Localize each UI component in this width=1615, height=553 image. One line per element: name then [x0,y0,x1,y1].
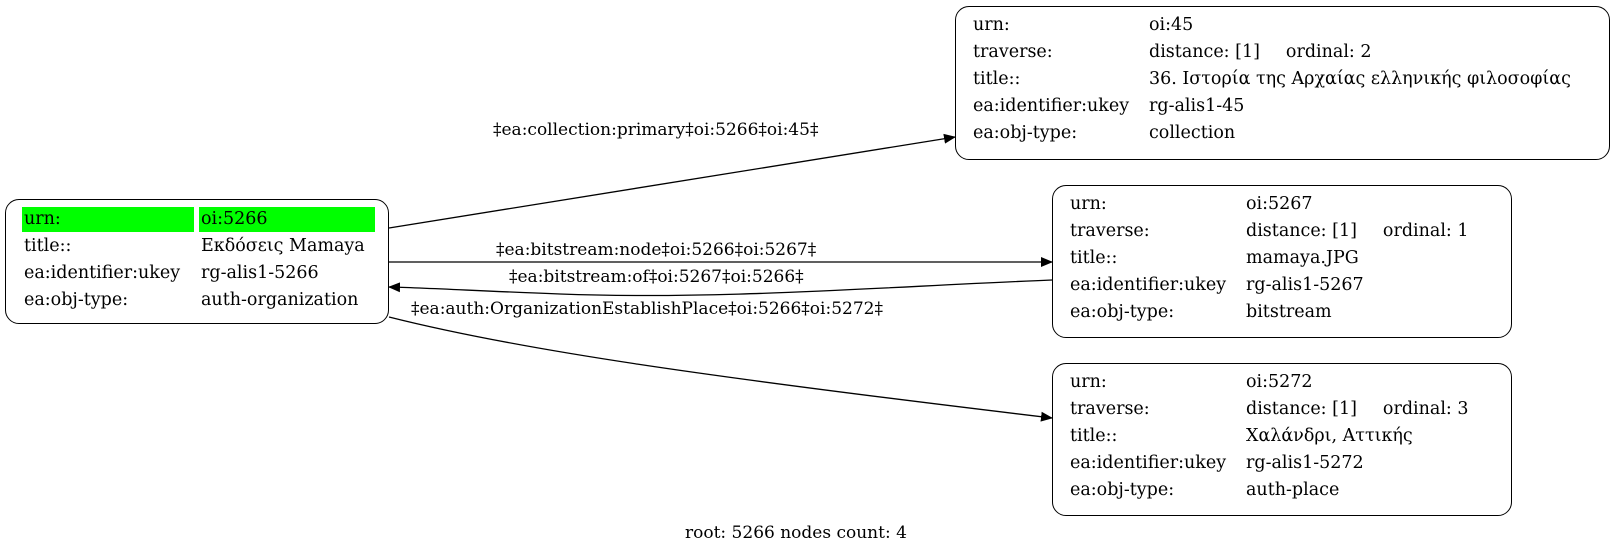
n45-type-key: ea:obj-type: [973,123,1078,143]
n45-urn-value: oi:45 [1149,15,1194,35]
edge-label-collection: ‡ea:collection:primary‡oi:5266‡oi:45‡ [493,120,819,140]
n5272-type-value: auth-place [1246,480,1340,500]
root-type-key: ea:obj-type: [24,290,129,310]
root-node-oi-5266[interactable]: urn: oi:5266 title:: Εκδόσεις Mamaya ea:… [5,199,389,324]
n5272-ukey-key: ea:identifier:ukey [1070,453,1227,473]
n5267-ukey-value: rg-alis1-5267 [1246,275,1364,295]
node-oi-5267[interactable]: urn: oi:5267 traverse: distance: [1] ordi… [1052,185,1512,338]
graph-footer: root: 5266 nodes count: 4 [685,523,907,543]
n5272-ordinal: ordinal: 3 [1382,399,1469,419]
n45-title-key: title:: [973,69,1021,89]
n45-ukey-value: rg-alis1-45 [1149,96,1245,116]
n5272-title-key: title:: [1070,426,1118,446]
edge-bitstream-of-line [388,279,1053,297]
edge-collection-line [388,133,956,229]
n5272-traverse-key: traverse: [1070,399,1150,419]
n5267-distance: distance: [1] [1246,221,1357,241]
n5272-ukey-value: rg-alis1-5272 [1246,453,1364,473]
root-ukey-key: ea:identifier:ukey [24,263,181,283]
n5267-ukey-key: ea:identifier:ukey [1070,275,1227,295]
n5267-title-value: mamaya.JPG [1246,248,1359,268]
root-urn-value: oi:5266 [199,207,375,232]
edge-label-bitstream-node: ‡ea:bitstream:node‡oi:5266‡oi:5267‡ [496,240,817,260]
n5267-urn-value: oi:5267 [1246,194,1313,214]
n5272-distance: distance: [1] [1246,399,1357,419]
n5272-urn-key: urn: [1070,372,1107,392]
node-oi-45[interactable]: urn: oi:45 traverse: distance: [1] ordina… [955,6,1610,160]
n5267-title-key: title:: [1070,248,1118,268]
n5267-urn-key: urn: [1070,194,1107,214]
root-ukey-value: rg-alis1-5266 [201,263,319,283]
edge-label-bitstream-of: ‡ea:bitstream:of‡oi:5267‡oi:5266‡ [509,267,804,287]
n5267-ordinal: ordinal: 1 [1382,221,1469,241]
n45-distance: distance: [1] [1149,42,1260,62]
edge-label-establish-place: ‡ea:auth:OrganizationEstablishPlace‡oi:5… [411,299,883,319]
n45-traverse-key: traverse: [973,42,1053,62]
root-urn-key: urn: [22,207,194,232]
n45-ukey-key: ea:identifier:ukey [973,96,1130,116]
n45-ordinal: ordinal: 2 [1285,42,1372,62]
n5267-type-key: ea:obj-type: [1070,302,1175,322]
node-oi-5272[interactable]: urn: oi:5272 traverse: distance: [1] ordi… [1052,363,1512,516]
root-title-key: title:: [24,236,72,256]
n5267-type-value: bitstream [1246,302,1332,322]
n5267-traverse-key: traverse: [1070,221,1150,241]
n45-title-value: 36. Ιστορία της Αρχαίας ελληνικής φιλοσο… [1149,69,1571,89]
n5272-title-value: Χαλάνδρι, Αττικής [1246,426,1413,446]
edge-establish-place-line [388,316,1053,422]
n5272-urn-value: oi:5272 [1246,372,1313,392]
n5272-type-key: ea:obj-type: [1070,480,1175,500]
n45-type-value: collection [1149,123,1236,143]
root-title-value: Εκδόσεις Mamaya [201,236,365,256]
n45-urn-key: urn: [973,15,1010,35]
root-type-value: auth-organization [201,290,359,310]
